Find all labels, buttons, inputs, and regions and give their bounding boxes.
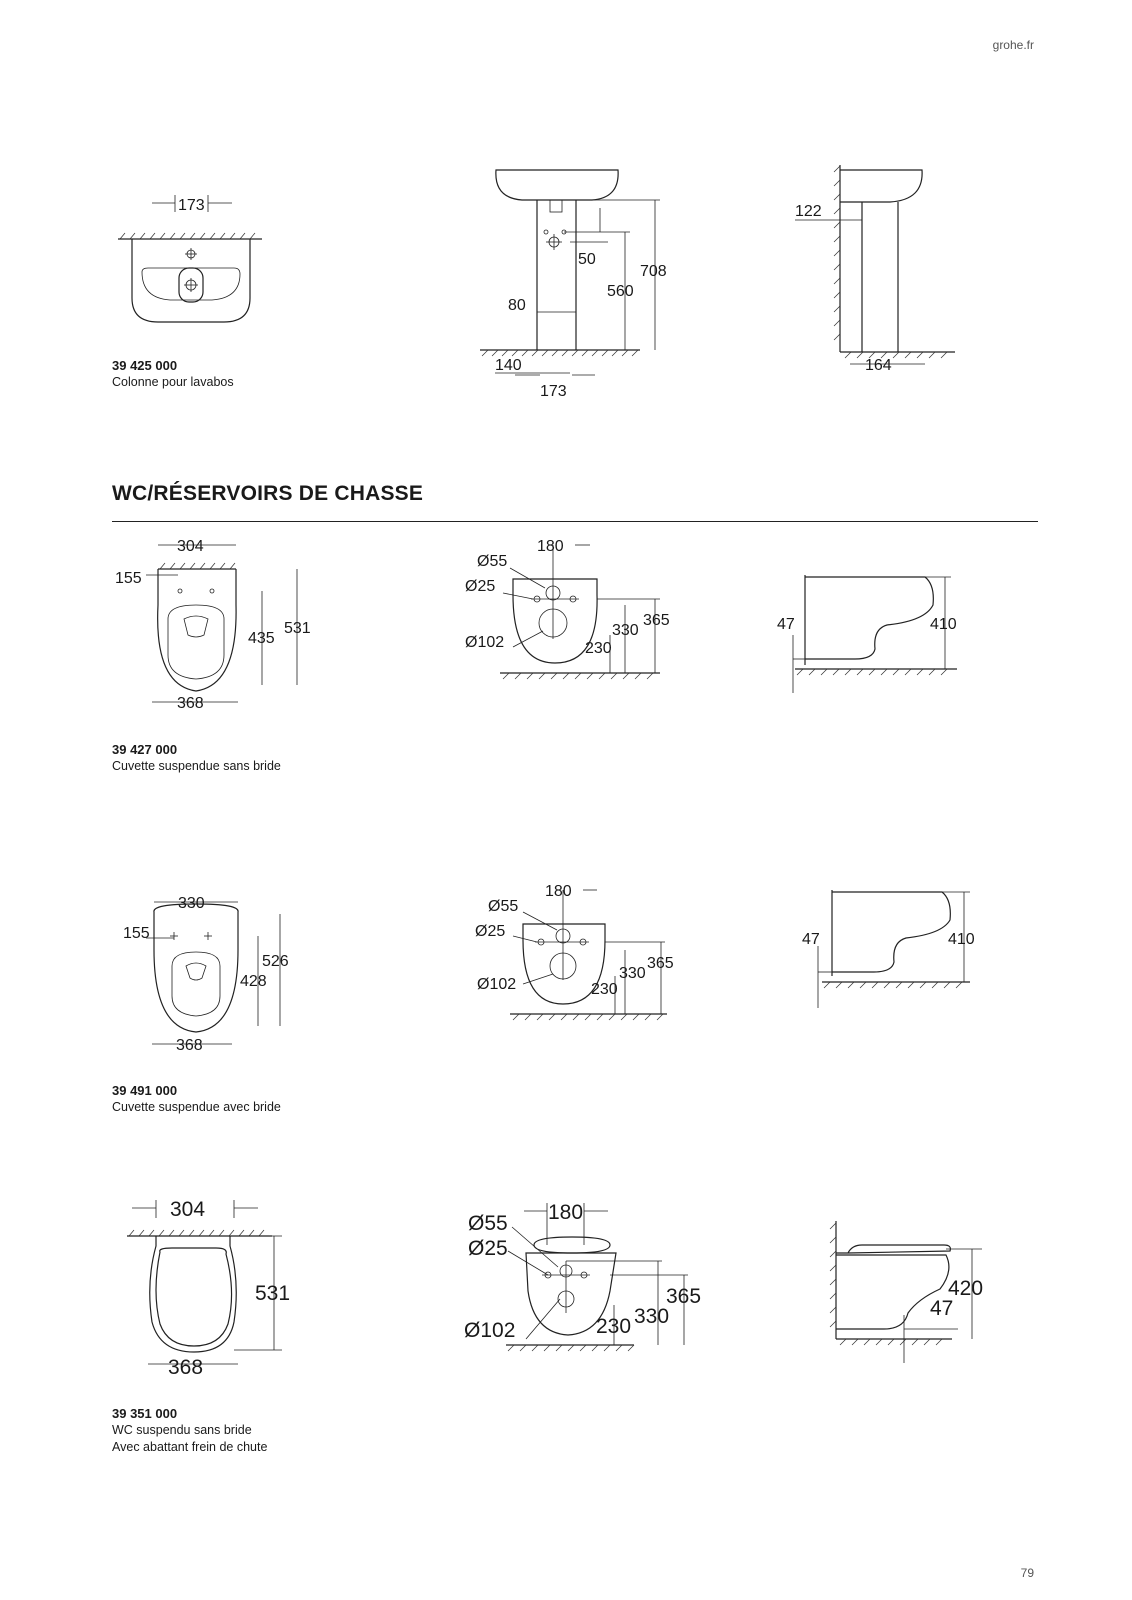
dim-155: 155 <box>115 570 142 587</box>
dim-230: 230 <box>591 981 618 998</box>
product-desc-line2: Avec abattant frein de chute <box>112 1440 268 1454</box>
dim-180: 180 <box>545 883 572 900</box>
dim-d55: Ø55 <box>488 898 518 915</box>
wc-front-view-drawing-2: 180 Ø55 Ø25 Ø102 365 330 230 <box>475 883 674 1021</box>
dim-180: 180 <box>537 538 564 555</box>
product-ref: 39 425 000 <box>112 358 178 373</box>
dim-304: 304 <box>177 538 204 555</box>
dim-173-bottom: 173 <box>540 383 567 400</box>
dim-304: 304 <box>170 1198 205 1221</box>
dim-368: 368 <box>176 1037 203 1054</box>
site-url: grohe.fr <box>992 38 1034 52</box>
page-number: 79 <box>1020 1566 1034 1580</box>
dim-122: 122 <box>795 203 822 220</box>
dim-80: 80 <box>508 297 526 314</box>
dim-365: 365 <box>643 612 670 629</box>
dim-d25: Ø25 <box>475 923 505 940</box>
dim-330: 330 <box>178 895 205 912</box>
product-desc-line1: WC suspendu sans bride <box>112 1423 252 1437</box>
column-side-view-drawing: 122 164 <box>795 165 955 374</box>
dim-435: 435 <box>248 630 275 647</box>
dim-155: 155 <box>123 925 150 942</box>
product-desc: Cuvette suspendue sans bride <box>112 759 281 773</box>
dim-d102: Ø102 <box>465 634 504 651</box>
dim-140: 140 <box>495 357 522 374</box>
wc-side-view-drawing-2: 47 410 <box>802 890 975 1008</box>
wc-side-view-drawing-3: 420 47 <box>829 1221 983 1363</box>
wc-top-view-drawing-3: 304 531 368 <box>127 1198 290 1379</box>
section-divider <box>112 521 1038 522</box>
dim-230: 230 <box>585 640 612 657</box>
dim-410: 410 <box>948 931 975 948</box>
column-top-view-drawing: 173 <box>118 195 262 323</box>
dim-410: 410 <box>930 616 957 633</box>
dim-365: 365 <box>666 1285 701 1308</box>
wc-front-view-drawing-1: 180 Ø55 Ø25 Ø102 365 330 230 <box>465 538 670 680</box>
dim-d55: Ø55 <box>468 1212 508 1235</box>
dim-330: 330 <box>612 622 639 639</box>
wc-top-view-drawing-2: 330 155 428 526 368 <box>123 895 289 1054</box>
wc-side-view-drawing-1: 47 410 <box>777 575 957 693</box>
dim-d25: Ø25 <box>465 578 495 595</box>
wc-top-view-drawing-1: 304 155 435 531 368 <box>115 538 311 712</box>
dim-47: 47 <box>777 616 795 633</box>
dim-50: 50 <box>578 251 596 268</box>
dim-330: 330 <box>619 965 646 982</box>
dim-428: 428 <box>240 973 267 990</box>
dim-d102: Ø102 <box>477 976 516 993</box>
dim-365: 365 <box>647 955 674 972</box>
dim-47: 47 <box>802 931 820 948</box>
product-desc: Cuvette suspendue avec bride <box>112 1100 281 1114</box>
dim-47: 47 <box>930 1297 953 1320</box>
dim-164: 164 <box>865 357 892 374</box>
dim-230: 230 <box>596 1315 631 1338</box>
dim-526: 526 <box>262 953 289 970</box>
section-title: WC/RÉSERVOIRS DE CHASSE <box>112 482 424 505</box>
dim-d25: Ø25 <box>468 1237 508 1260</box>
dim-173-top: 173 <box>178 197 205 214</box>
dim-420: 420 <box>948 1277 983 1300</box>
dim-330: 330 <box>634 1305 669 1328</box>
dim-368: 368 <box>168 1356 203 1379</box>
dim-531: 531 <box>255 1282 290 1305</box>
column-front-view-drawing: 50 708 560 80 140 173 <box>480 169 667 400</box>
dim-d55: Ø55 <box>477 553 507 570</box>
product-ref: 39 427 000 <box>112 742 178 757</box>
dim-368: 368 <box>177 695 204 712</box>
product-ref: 39 491 000 <box>112 1083 178 1098</box>
dim-560: 560 <box>607 283 634 300</box>
product-ref: 39 351 000 <box>112 1406 178 1421</box>
product-desc: Colonne pour lavabos <box>112 375 234 389</box>
dim-531: 531 <box>284 620 311 637</box>
dim-708: 708 <box>640 263 667 280</box>
dim-d102: Ø102 <box>464 1319 515 1342</box>
dim-180: 180 <box>548 1201 583 1224</box>
wc-front-view-drawing-3: 180 Ø55 Ø25 Ø102 365 330 230 <box>464 1201 701 1352</box>
